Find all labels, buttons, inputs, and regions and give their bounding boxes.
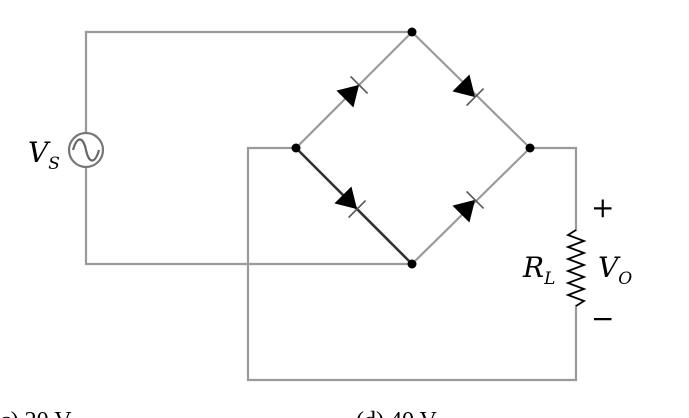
diode-d4 (452, 190, 485, 223)
diode-d3 (334, 186, 367, 219)
diode-d1-cathode-bar (350, 75, 369, 94)
output-plus-sign: + (591, 191, 614, 224)
option-d: (d) 40 V (356, 408, 438, 418)
output-label: VO (598, 251, 632, 289)
diode-d3-cathode-bar (348, 200, 367, 219)
source-label: VS (28, 136, 60, 174)
diode-d2-cathode-bar (466, 88, 485, 107)
node-left (291, 143, 301, 153)
load-label: RL (522, 251, 555, 289)
node-right (525, 143, 535, 153)
diode-d3-anode (334, 186, 358, 210)
load-subscript: L (543, 269, 555, 289)
diode-d4-anode (452, 199, 476, 223)
diode-d2-anode (452, 74, 476, 98)
ac-source (67, 131, 105, 169)
output-symbol: V (598, 251, 621, 284)
option-c: (c) 20 V (0, 408, 72, 418)
node-bottom (407, 259, 417, 269)
wire-load-top (528, 146, 578, 232)
load-symbol: R (522, 251, 544, 284)
source-symbol: V (28, 136, 51, 169)
diode-d1 (336, 75, 369, 108)
sine-wave-icon (71, 138, 101, 162)
load-resistor (565, 229, 587, 307)
source-subscript: S (48, 154, 60, 174)
output-subscript: O (618, 269, 632, 289)
diode-d1-anode (336, 84, 360, 108)
node-top (407, 27, 417, 37)
wire-load-left (246, 146, 578, 382)
output-minus-sign: − (591, 302, 614, 335)
diode-d4-cathode-bar (466, 190, 485, 209)
diode-d2 (452, 74, 485, 107)
wire-source-left-down (84, 165, 414, 266)
